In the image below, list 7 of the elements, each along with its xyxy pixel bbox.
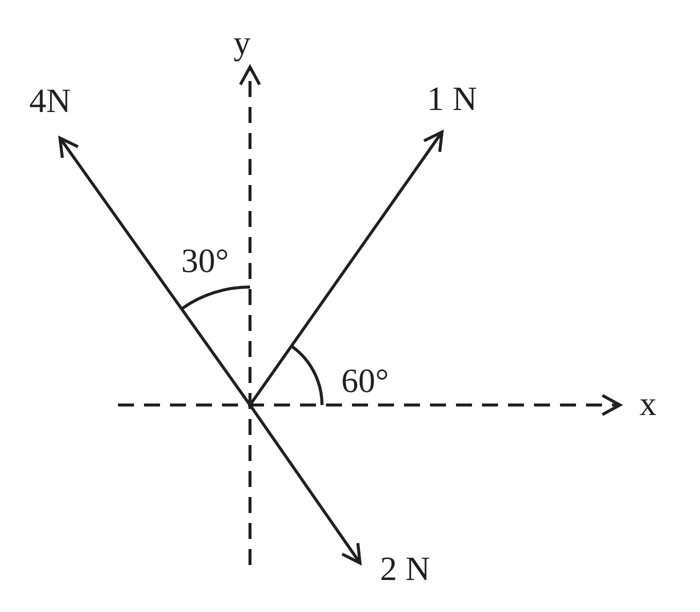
force-label: 1 N bbox=[426, 83, 478, 117]
angle-label: 60° bbox=[341, 365, 389, 399]
angle-label: 30° bbox=[181, 245, 229, 279]
force-label: 4N bbox=[29, 85, 71, 119]
axis-label: x bbox=[640, 388, 656, 422]
force-label: 2 N bbox=[380, 553, 430, 587]
axis-label: y bbox=[234, 27, 250, 61]
